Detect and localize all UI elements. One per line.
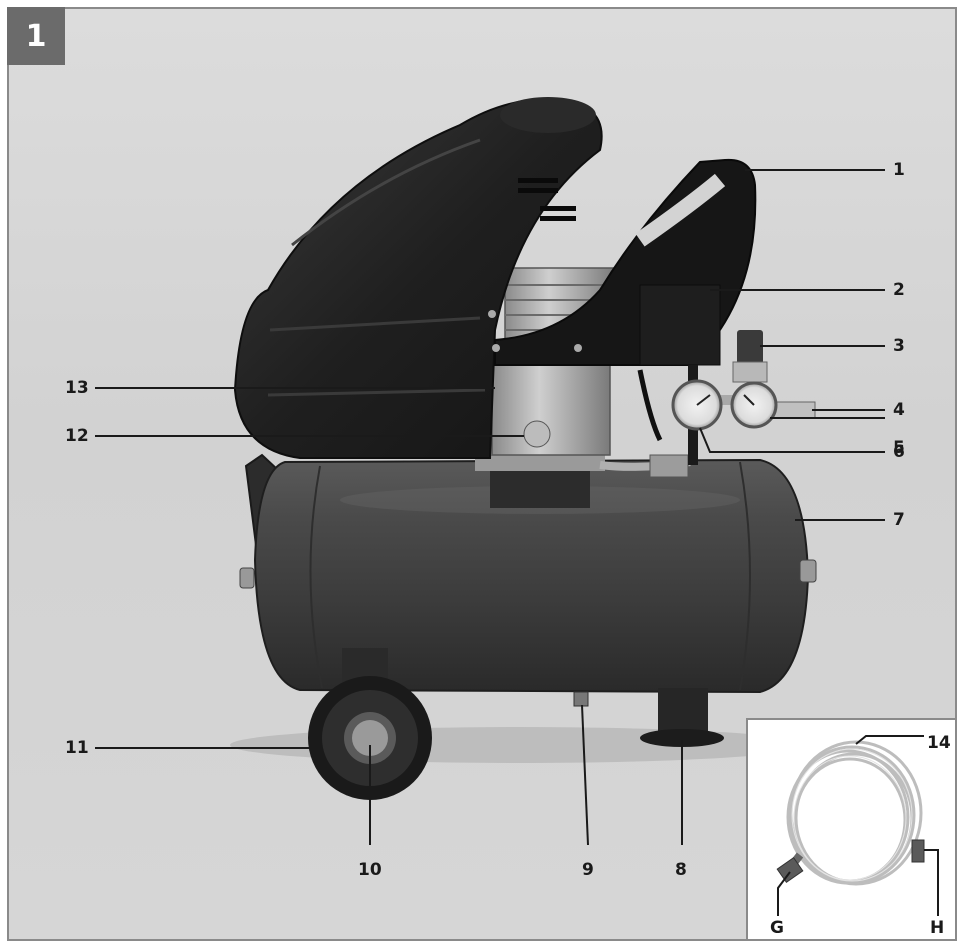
callout-4: 4	[893, 400, 905, 420]
callout-8: 8	[675, 860, 687, 880]
pump-cylinder-13	[491, 354, 611, 456]
rubber-foot-8	[658, 688, 708, 734]
gauge-needle-6	[696, 394, 711, 406]
pump-flange	[475, 455, 605, 471]
hose-highlight	[791, 748, 913, 882]
hose-coils	[786, 740, 923, 886]
tank-end-fitting-right	[799, 559, 817, 583]
callout-leader-lines	[95, 169, 885, 846]
callout-13: 13	[65, 378, 89, 398]
callout-h: H	[930, 918, 945, 938]
air-hose-illustration	[776, 735, 939, 916]
handle-opening	[635, 173, 726, 247]
tank-weld-right	[739, 461, 751, 691]
callout-14: 14	[927, 733, 951, 753]
gauge-needle-5	[743, 394, 755, 406]
pressure-regulator-3	[737, 330, 763, 364]
hood-ridge-2	[269, 316, 481, 332]
oil-cap-12	[523, 420, 551, 448]
screw	[488, 310, 496, 318]
inset-leader-lines	[777, 735, 939, 916]
screw	[492, 344, 500, 352]
rubber-foot-base	[640, 729, 724, 747]
hose-inset-panel	[746, 718, 957, 941]
hood-ridge-3	[267, 388, 486, 397]
callout-g: G	[770, 918, 784, 938]
check-valve	[649, 454, 689, 478]
hood-vent-slots	[518, 178, 576, 221]
tank-weld-left	[309, 465, 323, 689]
power-cord	[637, 369, 663, 442]
callout-11: 11	[65, 738, 89, 758]
drain-valve-9	[573, 691, 589, 707]
coupling-g	[776, 857, 804, 883]
pressure-switch-2	[639, 284, 721, 366]
regulator-body	[732, 361, 768, 383]
air-tank	[253, 458, 810, 694]
screw	[574, 344, 582, 352]
leader-h	[924, 849, 939, 916]
figure-number-badge: 1	[7, 7, 65, 65]
leader-g	[777, 871, 791, 916]
callout-6: 6	[893, 442, 905, 462]
callout-1: 1	[893, 160, 905, 180]
wheel-cap	[352, 720, 388, 756]
callout-7: 7	[893, 510, 905, 530]
hood-top-vent	[500, 97, 596, 133]
callout-3: 3	[893, 336, 905, 356]
callout-5: 5	[893, 438, 905, 458]
callout-2: 2	[893, 280, 905, 300]
leader-6	[699, 427, 885, 453]
tank-end-fitting-left	[239, 567, 255, 589]
callout-9: 9	[582, 860, 594, 880]
callout-10: 10	[358, 860, 382, 880]
callout-12: 12	[65, 426, 89, 446]
leader-9	[581, 704, 589, 846]
hood-ridge-1	[291, 138, 481, 247]
motor-fan-hood	[233, 98, 603, 459]
coupling-h	[911, 839, 925, 863]
leader-14	[855, 735, 924, 745]
